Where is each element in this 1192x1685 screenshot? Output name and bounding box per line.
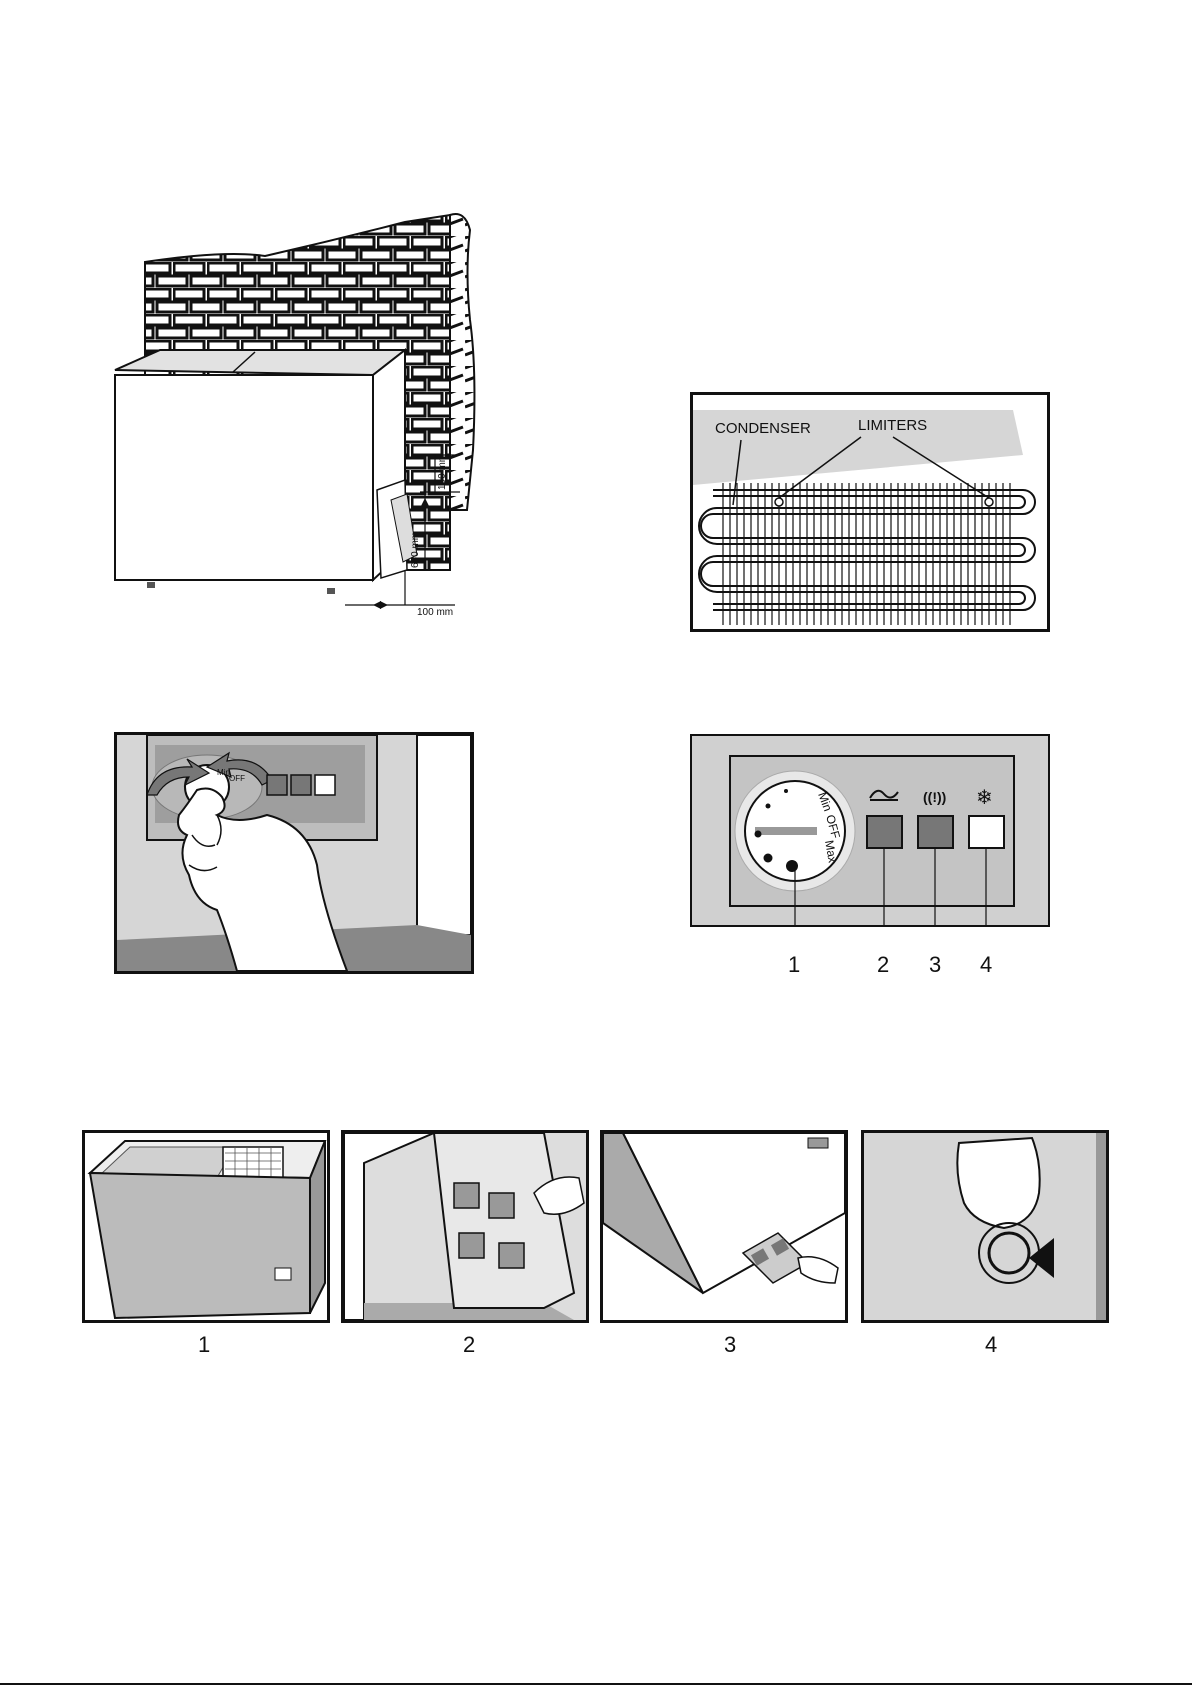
defrost-step-3 — [600, 1130, 848, 1323]
limiter-left — [775, 498, 783, 506]
limiter-right — [985, 498, 993, 506]
defrost-label-3: 3 — [724, 1332, 736, 1358]
hand-dial-min: Min — [217, 768, 230, 777]
power-indicator-light — [867, 816, 902, 848]
control-callout-2: 2 — [877, 952, 889, 978]
thermostat-hand-illustration: Min OFF — [117, 735, 471, 971]
dim-height-label: 660 mm — [410, 532, 421, 568]
freezer-lid — [115, 350, 405, 375]
thermostat-hand-figure: Min OFF — [114, 732, 474, 974]
control-panel-illustration: Min OFF Max ((!)) ❄ — [692, 736, 1048, 925]
defrost-step-4 — [861, 1130, 1109, 1323]
installation-figure: 100 mm 660 mm 100 mm — [105, 210, 505, 620]
limiters-label: LIMITERS — [858, 417, 927, 434]
defrost-step-2 — [341, 1130, 589, 1323]
dim-top-label: 100 mm — [437, 454, 448, 490]
fast-freeze-button[interactable] — [969, 816, 1004, 848]
freezer-body — [115, 375, 373, 580]
control-callout-4: 4 — [980, 952, 992, 978]
control-panel-figure: Min OFF Max ((!)) ❄ — [690, 734, 1050, 927]
defrost-step-1 — [82, 1130, 330, 1323]
alarm-indicator-icon: ((!)) — [923, 789, 946, 805]
alarm-indicator-light — [918, 816, 953, 848]
drain-tray-illustration — [603, 1133, 845, 1320]
defrost-label-4: 4 — [985, 1332, 997, 1358]
control-callout-1: 1 — [788, 952, 800, 978]
condenser-illustration: CONDENSER LIMITERS — [693, 395, 1047, 629]
condenser-label: CONDENSER — [715, 420, 811, 437]
installation-illustration: 100 mm 660 mm 100 mm — [105, 210, 505, 620]
dim-side-label: 100 mm — [417, 607, 453, 618]
control-callout-3: 3 — [929, 952, 941, 978]
defrost-label-2: 2 — [463, 1332, 475, 1358]
turn-knob-illustration — [864, 1133, 1106, 1320]
condenser-figure: CONDENSER LIMITERS — [690, 392, 1050, 632]
fast-freeze-icon: ❄ — [976, 787, 993, 809]
open-freezer-illustration — [85, 1133, 327, 1320]
defrost-label-1: 1 — [198, 1332, 210, 1358]
hand-dial-off: OFF — [229, 774, 245, 783]
remove-panel-illustration — [344, 1133, 586, 1320]
brick-wall-side — [450, 214, 474, 510]
